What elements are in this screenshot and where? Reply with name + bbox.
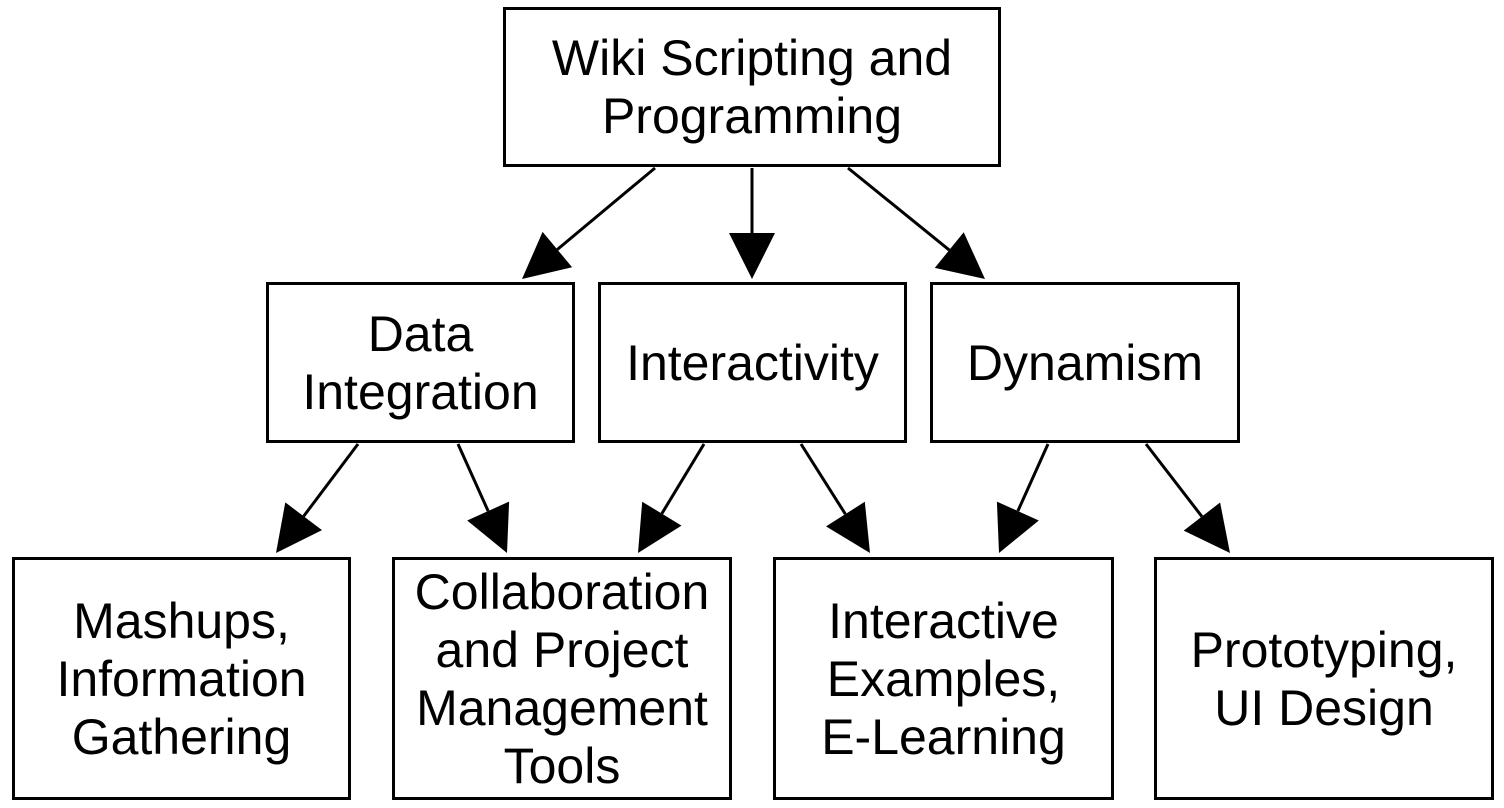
arrowhead-root-to-data-integration — [522, 231, 573, 279]
category-node-label: Interactivity — [626, 334, 879, 391]
category-node-label: Dynamism — [966, 334, 1204, 391]
edge-interactivity-to-collaboration — [660, 443, 706, 515]
edge-root-to-data-integration — [556, 166, 656, 251]
application-node-prototyping: Prototyping, UI Design — [1154, 557, 1494, 800]
edge-interactivity-to-examples — [799, 443, 847, 515]
edge-root-to-dynamism — [847, 166, 951, 252]
application-node-interactive-examples: Interactive Examples, E-Learning — [773, 557, 1114, 800]
application-node-collaboration: Collaboration and Project Management Too… — [392, 557, 732, 800]
arrowhead-dynamism-to-prototyping — [1183, 502, 1230, 553]
edge-dynamism-to-prototyping — [1144, 443, 1204, 518]
edge-dynamism-to-examples — [1016, 443, 1050, 512]
root-node-label: Wiki Scripting and Programming — [551, 30, 953, 144]
category-node-data-integration: Data Integration — [266, 282, 575, 443]
category-node-interactivity: Interactivity — [598, 282, 907, 443]
root-node-wiki-scripting-and-programming: Wiki Scripting and Programming — [503, 7, 1001, 167]
application-node-label: Prototyping, UI Design — [1190, 621, 1458, 736]
category-node-label: Data Integration — [302, 305, 539, 420]
arrowhead-root-to-dynamism — [934, 232, 985, 279]
edge-data-integration-to-collaboration — [456, 443, 490, 512]
arrowhead-interactivity-to-collaboration — [638, 501, 682, 553]
application-node-mashups: Mashups, Information Gathering — [12, 557, 351, 800]
arrowhead-dynamism-to-examples — [996, 501, 1039, 553]
edge-data-integration-to-mashups — [302, 443, 360, 518]
arrowhead-interactivity-to-examples — [826, 501, 870, 553]
arrowhead-root-to-interactivity — [729, 233, 775, 279]
arrowhead-data-integration-to-mashups — [276, 502, 322, 553]
application-node-label: Mashups, Information Gathering — [56, 592, 307, 765]
application-node-label: Collaboration and Project Management Too… — [414, 563, 710, 794]
arrowhead-data-integration-to-collaboration — [467, 501, 510, 553]
application-node-label: Interactive Examples, E-Learning — [821, 592, 1066, 765]
category-node-dynamism: Dynamism — [930, 282, 1240, 443]
